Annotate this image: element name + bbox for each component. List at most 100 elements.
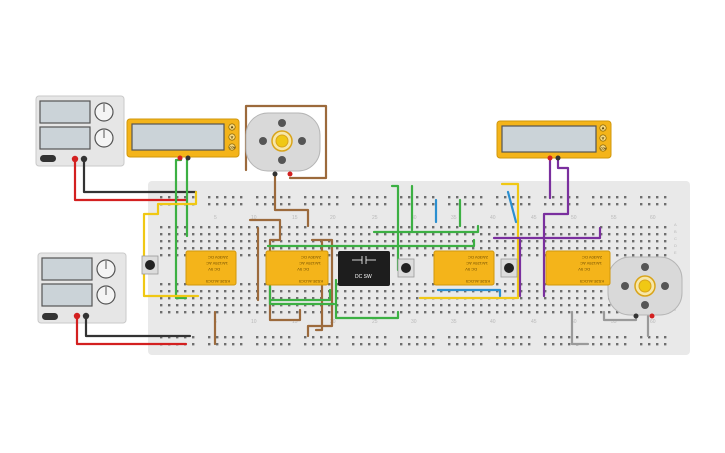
breadboard-hole[interactable] [304,290,307,293]
breadboard-hole[interactable] [384,343,387,346]
breadboard-hole[interactable] [424,226,427,229]
breadboard-hole[interactable] [176,336,179,339]
breadboard-hole[interactable] [240,226,243,229]
breadboard-hole[interactable] [408,343,411,346]
breadboard-hole[interactable] [400,240,403,243]
breadboard-hole[interactable] [568,203,571,206]
breadboard-hole[interactable] [576,247,579,250]
breadboard-hole[interactable] [600,247,603,250]
breadboard-hole[interactable] [416,226,419,229]
breadboard-hole[interactable] [312,226,315,229]
terminal-v[interactable] [228,133,236,141]
breadboard-hole[interactable] [392,247,395,250]
breadboard-hole[interactable] [176,311,179,314]
breadboard-hole[interactable] [568,290,571,293]
breadboard-hole[interactable] [440,247,443,250]
breadboard-hole[interactable] [216,203,219,206]
breadboard-hole[interactable] [528,226,531,229]
breadboard-hole[interactable] [272,297,275,300]
breadboard-hole[interactable] [432,203,435,206]
breadboard-hole[interactable] [208,196,211,199]
breadboard-hole[interactable] [168,283,171,286]
breadboard-hole[interactable] [368,336,371,339]
breadboard-hole[interactable] [184,290,187,293]
breadboard-hole[interactable] [280,203,283,206]
breadboard-hole[interactable] [360,203,363,206]
breadboard-hole[interactable] [464,343,467,346]
breadboard-hole[interactable] [272,240,275,243]
breadboard-hole[interactable] [664,196,667,199]
breadboard-hole[interactable] [392,226,395,229]
breadboard-hole[interactable] [432,290,435,293]
breadboard-hole[interactable] [552,240,555,243]
breadboard-hole[interactable] [576,203,579,206]
breadboard-hole[interactable] [592,196,595,199]
breadboard-hole[interactable] [400,203,403,206]
breadboard-hole[interactable] [416,336,419,339]
breadboard-hole[interactable] [504,311,507,314]
breadboard-hole[interactable] [328,233,331,236]
breadboard-hole[interactable] [392,233,395,236]
breadboard-hole[interactable] [512,311,515,314]
breadboard-hole[interactable] [208,233,211,236]
breadboard-hole[interactable] [544,233,547,236]
breadboard-hole[interactable] [464,233,467,236]
breadboard-hole[interactable] [616,336,619,339]
breadboard-hole[interactable] [424,336,427,339]
breadboard-hole[interactable] [448,304,451,307]
breadboard-hole[interactable] [648,247,651,250]
breadboard-hole[interactable] [600,240,603,243]
pushbutton-3[interactable] [500,258,518,278]
breadboard-hole[interactable] [544,343,547,346]
breadboard-hole[interactable] [544,240,547,243]
breadboard-hole[interactable] [568,311,571,314]
breadboard-hole[interactable] [464,304,467,307]
breadboard-hole[interactable] [224,336,227,339]
breadboard-hole[interactable] [304,336,307,339]
breadboard-hole[interactable] [544,336,547,339]
breadboard-hole[interactable] [584,290,587,293]
breadboard-hole[interactable] [656,233,659,236]
breadboard-hole[interactable] [472,311,475,314]
wire-green[interactable] [390,184,400,272]
breadboard-hole[interactable] [448,336,451,339]
breadboard-hole[interactable] [416,254,419,257]
breadboard-hole[interactable] [248,226,251,229]
breadboard-hole[interactable] [544,196,547,199]
breadboard-hole[interactable] [616,343,619,346]
breadboard-hole[interactable] [264,283,267,286]
wire-red[interactable] [75,314,188,346]
breadboard-hole[interactable] [528,196,531,199]
breadboard-hole[interactable] [384,203,387,206]
breadboard-hole[interactable] [456,226,459,229]
breadboard-hole[interactable] [200,304,203,307]
breadboard-hole[interactable] [496,233,499,236]
breadboard-hole[interactable] [224,240,227,243]
breadboard-hole[interactable] [280,290,283,293]
breadboard-hole[interactable] [504,226,507,229]
motor-terminal-black[interactable] [272,171,278,177]
breadboard-hole[interactable] [176,247,179,250]
breadboard-hole[interactable] [312,304,315,307]
breadboard-hole[interactable] [296,240,299,243]
breadboard-hole[interactable] [336,283,339,286]
breadboard-hole[interactable] [224,203,227,206]
breadboard-hole[interactable] [224,290,227,293]
breadboard-hole[interactable] [296,311,299,314]
breadboard-hole[interactable] [576,297,579,300]
breadboard-hole[interactable] [504,233,507,236]
breadboard-hole[interactable] [472,336,475,339]
breadboard-hole[interactable] [368,226,371,229]
breadboard-hole[interactable] [640,336,643,339]
probe-red[interactable] [177,155,183,161]
breadboard-hole[interactable] [376,343,379,346]
breadboard-hole[interactable] [512,247,515,250]
breadboard-hole[interactable] [456,290,459,293]
breadboard-hole[interactable] [456,336,459,339]
breadboard-hole[interactable] [304,196,307,199]
breadboard-hole[interactable] [184,304,187,307]
breadboard-hole[interactable] [376,226,379,229]
breadboard-hole[interactable] [568,233,571,236]
breadboard-hole[interactable] [384,240,387,243]
